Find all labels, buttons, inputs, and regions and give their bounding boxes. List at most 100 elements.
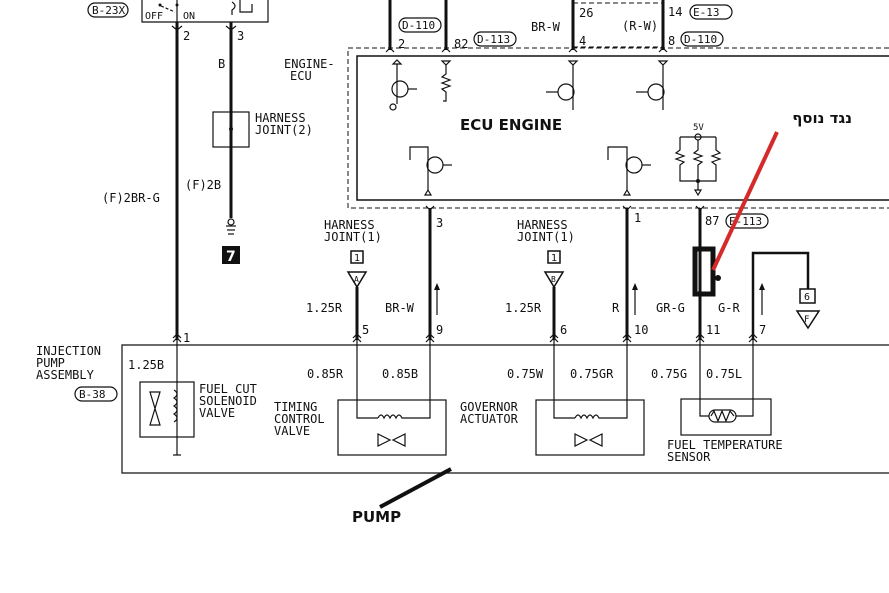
connector-d113-a: D-113 [477, 33, 510, 46]
timing-label-2: CONTROL [274, 412, 325, 426]
coil-icon [377, 414, 405, 420]
ecu-box [356, 55, 889, 201]
ecu-label-1: ENGINE- [284, 57, 335, 71]
wire-125r-a: 1.25R [306, 301, 343, 315]
harness-joint-a-label-1: HARNESS [324, 218, 375, 232]
ecu-pin-8: 8 [668, 34, 675, 48]
wire-rw-top: (R-W) [622, 19, 658, 33]
connector-d110-b: D-110 [684, 33, 717, 46]
pump-pin-10: 10 [634, 323, 648, 337]
ecu-pin-3: 3 [436, 216, 443, 230]
thermistor-icon [708, 409, 737, 423]
ecu-dashed-border [347, 47, 889, 209]
harness-joint-2-label-1: HARNESS [255, 111, 306, 125]
harness-joint-a-label-2: JOINT(1) [324, 230, 382, 244]
harness-joint-a-num: 1 [354, 253, 360, 264]
fuel-cut-label-2: SOLENOID [199, 394, 257, 408]
ecu-pin-1: 1 [634, 211, 641, 225]
transistor-icon [409, 146, 452, 196]
transistor-icon [389, 59, 417, 111]
pump-label-1: INJECTION [36, 344, 101, 358]
harness-joint-b-label-1: HARNESS [517, 218, 568, 232]
pump-assembly-box [121, 344, 889, 474]
ignition-switch: B-23X OFF ON [87, 0, 269, 23]
governor-wire-2: 0.75GR [570, 367, 614, 381]
connector-d110-a: D-110 [402, 19, 435, 32]
fuel-temp-sensor-box [680, 398, 772, 436]
valve-icon [574, 433, 603, 447]
pump-pin-6: 6 [560, 323, 567, 337]
switch-off-label: OFF [145, 11, 163, 22]
wire-f2b-label: (F)2B [185, 178, 221, 192]
pump-label-2: PUMP [36, 356, 65, 370]
pump-pointer-line [379, 467, 452, 509]
wire-r-label: R [612, 301, 620, 315]
governor-label-1: GOVERNOR [460, 400, 519, 414]
wire-brw-label: BR-W [385, 301, 415, 315]
valve-icon [377, 433, 406, 447]
fuel-cut-solenoid-box [139, 381, 195, 438]
coil-icon [574, 414, 602, 420]
ground-symbol [226, 218, 236, 235]
pin-3-label: 3 [237, 29, 244, 43]
ecu-pin-82: 82 [454, 37, 468, 51]
wire-b-label: B [218, 57, 225, 71]
harness-joint-2-label-2: JOINT(2) [255, 123, 313, 137]
resistor-network: 5V [674, 123, 722, 197]
fuel-temp-wire-1: 0.75G [651, 367, 687, 381]
added-resistor-pointer [711, 131, 779, 271]
fuel-temp-label-2: SENSOR [667, 450, 711, 464]
vref-5v-label: 5V [693, 123, 704, 133]
timing-wire-2: 0.85B [382, 367, 418, 381]
timing-wire-1: 0.85R [307, 367, 344, 381]
timing-label-3: VALVE [274, 424, 310, 438]
harness-joint-b-label-2: JOINT(1) [517, 230, 575, 244]
ecu-pin-26: 26 [579, 6, 593, 20]
ground-f-letter: F [804, 315, 809, 325]
connector-b38: B-38 [79, 388, 106, 401]
pump-pin-1: 1 [183, 331, 190, 345]
wire-125b-label: 1.25B [128, 358, 164, 372]
fuel-temp-label-1: FUEL TEMPERATURE [667, 438, 783, 452]
wire-brw-top: BR-W [531, 20, 561, 34]
fuel-temp-wire-2: 0.75L [706, 367, 742, 381]
wire-125r-b: 1.25R [505, 301, 542, 315]
ground-number: 7 [226, 249, 236, 265]
transistor-icon [636, 60, 669, 110]
hebrew-annotation: נגד נוסף [792, 109, 852, 127]
governor-wire-1: 0.75W [507, 367, 544, 381]
pin-2-label: 2 [183, 29, 190, 43]
fuel-cut-label-3: VALVE [199, 406, 235, 420]
wire-f2brg-label: (F)2BR-G [102, 191, 160, 205]
valve-icon [149, 391, 161, 426]
wire-gr-label: G-R [718, 301, 740, 315]
ecu-engine-annotation: ECU ENGINE [460, 116, 562, 134]
governor-actuator-box [535, 399, 645, 456]
fuel-cut-label-1: FUEL CUT [199, 382, 257, 396]
pump-label-3: ASSEMBLY [36, 368, 95, 382]
resistor-icon [440, 60, 452, 102]
transistor-icon [546, 60, 579, 110]
timing-control-valve-box [337, 399, 447, 456]
pump-pin-11: 11 [706, 323, 720, 337]
ecu-pin-4: 4 [579, 34, 586, 48]
governor-label-2: ACTUATOR [460, 412, 519, 426]
ground-6-num: 6 [804, 292, 810, 303]
timing-label-1: TIMING [274, 400, 317, 414]
wire-grg-label: GR-G [656, 301, 685, 315]
harness-joint-b-num: 1 [551, 253, 557, 264]
pump-pin-9: 9 [436, 323, 443, 337]
harness-joint-b-letter: B [551, 275, 556, 284]
ecu-pin-14: 14 [668, 5, 682, 19]
ecu-pin-87: 87 [705, 214, 719, 228]
harness-joint-a-letter: A [354, 275, 359, 284]
pump-annotation: PUMP [352, 508, 401, 526]
pump-pin-7: 7 [759, 323, 766, 337]
added-resistor [692, 246, 716, 297]
ecu-pin-2: 2 [398, 37, 405, 51]
connector-b23x: B-23X [92, 4, 125, 17]
pump-pin-5: 5 [362, 323, 369, 337]
switch-on-label: ON [183, 11, 195, 22]
solenoid-coil-icon [172, 389, 178, 423]
